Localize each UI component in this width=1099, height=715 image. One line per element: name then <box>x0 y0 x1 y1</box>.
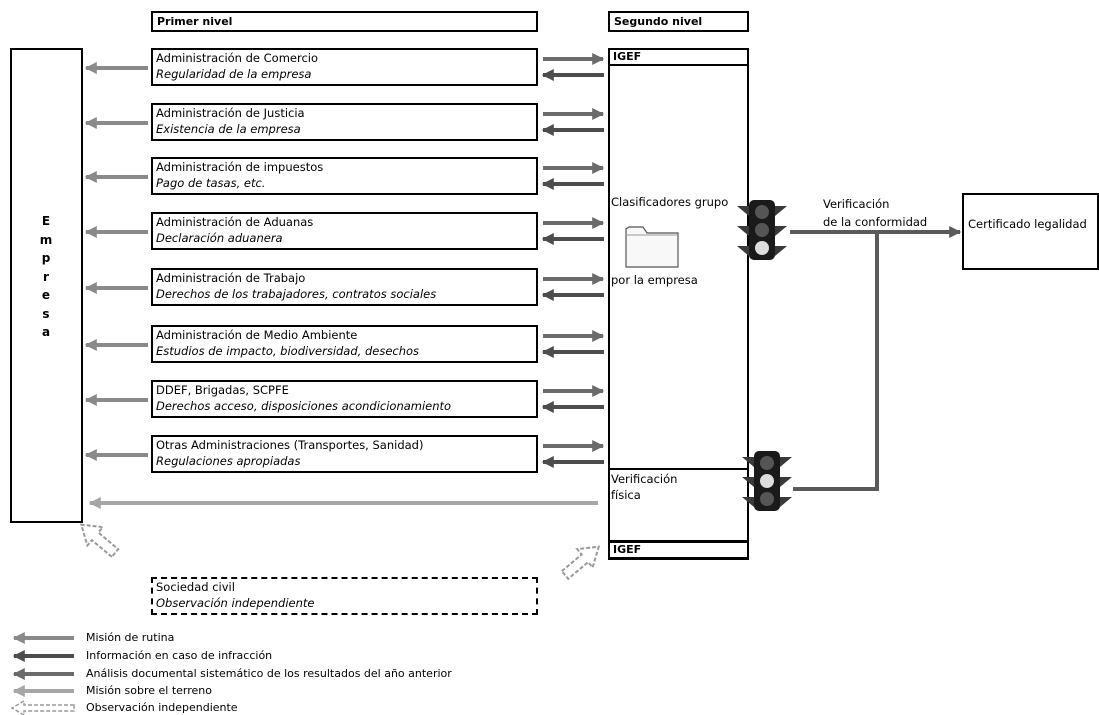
empresa-letter: a <box>41 325 51 339</box>
admin-subtitle: Derechos de los trabajadores, contratos … <box>156 287 437 301</box>
verificacion-conformidad-line1: Verificación <box>823 197 890 211</box>
por-empresa-label: por la empresa <box>611 273 698 287</box>
folder-icon <box>625 226 679 268</box>
legend-label: Información en caso de infracción <box>86 649 273 662</box>
empresa-letter: p <box>41 251 51 265</box>
certificado-box: Certificado legalidad <box>962 193 1099 270</box>
admin-subtitle: Regulaciones apropiadas <box>156 454 301 468</box>
admin-box-medio-ambiente: Administración de Medio Ambiente Estudio… <box>151 325 538 363</box>
header-primer-nivel-label: Primer nivel <box>157 15 233 28</box>
admin-title: Administración de impuestos <box>156 160 324 174</box>
empresa-letter: m <box>39 232 53 247</box>
admin-box-trabajo: Administración de Trabajo Derechos de lo… <box>151 268 538 306</box>
admin-box-ddef: DDEF, Brigadas, SCPFE Derechos acceso, d… <box>151 380 538 418</box>
admin-title: Administración de Comercio <box>156 51 319 65</box>
admin-title: Otras Administraciones (Transportes, San… <box>156 438 424 452</box>
connector-bottom <box>793 232 879 491</box>
admin-title: DDEF, Brigadas, SCPFE <box>156 383 289 397</box>
admin-title: Administración de Medio Ambiente <box>156 328 358 342</box>
empresa-letter: r <box>43 269 49 284</box>
empresa-letter: s <box>42 306 50 321</box>
empresa-box <box>10 48 83 523</box>
empresa-label: E m p r e s a <box>10 212 82 342</box>
admin-box-aduanas: Administración de Aduanas Declaración ad… <box>151 212 538 250</box>
igef-bottom-label: IGEF <box>613 543 642 556</box>
traffic-light-icon <box>742 451 792 511</box>
admin-box-otras: Otras Administraciones (Transportes, San… <box>151 435 538 473</box>
clasificadores-label: Clasificadores grupo <box>611 195 729 209</box>
admin-title: Administración de Justicia <box>156 106 305 120</box>
verificacion-fisica-box <box>608 468 749 542</box>
sociedad-civil-subtitle: Observación independiente <box>156 596 315 610</box>
igef-top-label: IGEF <box>613 50 642 63</box>
verificacion-fisica-label-2: física <box>611 488 641 502</box>
sociedad-civil-title: Sociedad civil <box>156 580 235 594</box>
verificacion-conformidad-line2: de la conformidad <box>823 215 928 229</box>
verificacion-fisica-label-1: Verificación <box>611 472 678 486</box>
observacion-arrow-left <box>79 523 120 559</box>
header-primer-nivel: Primer nivel <box>151 11 538 32</box>
certificado-label: Certificado legalidad <box>968 217 1087 231</box>
admin-box-comercio: Administración de Comercio Regularidad d… <box>151 48 538 86</box>
admin-box-impuestos: Administración de impuestos Pago de tasa… <box>151 157 538 195</box>
header-segundo-nivel-label: Segundo nivel <box>614 15 703 28</box>
admin-subtitle: Estudios de impacto, biodiversidad, dese… <box>156 344 420 358</box>
admin-box-justicia: Administración de Justicia Existencia de… <box>151 103 538 141</box>
legend-label: Misión de rutina <box>86 631 175 644</box>
empresa-letter: E <box>41 214 51 228</box>
admin-title: Administración de Trabajo <box>156 271 306 285</box>
legend-label: Misión sobre el terreno <box>86 684 213 697</box>
igef-top-box: IGEF <box>608 48 749 66</box>
traffic-light-icon <box>737 200 787 260</box>
header-segundo-nivel: Segundo nivel <box>608 11 749 32</box>
legend-dashed-arrow <box>10 699 75 715</box>
empresa-letter: e <box>41 288 51 302</box>
igef-bottom-box: IGEF <box>608 541 749 559</box>
admin-title: Administración de Aduanas <box>156 215 314 229</box>
admin-subtitle: Derechos acceso, disposiciones acondicio… <box>156 399 452 413</box>
sociedad-civil-box: Sociedad civil Observación independiente <box>151 577 538 615</box>
admin-subtitle: Pago de tasas, etc. <box>156 176 266 190</box>
admin-subtitle: Existencia de la empresa <box>156 122 301 136</box>
admin-subtitle: Declaración aduanera <box>156 231 283 245</box>
legend-label: Observación independiente <box>86 701 238 714</box>
admin-subtitle: Regularidad de la empresa <box>156 67 312 81</box>
legend-label: Análisis documental sistemático de los r… <box>86 667 452 680</box>
observacion-arrow-right <box>560 545 601 581</box>
